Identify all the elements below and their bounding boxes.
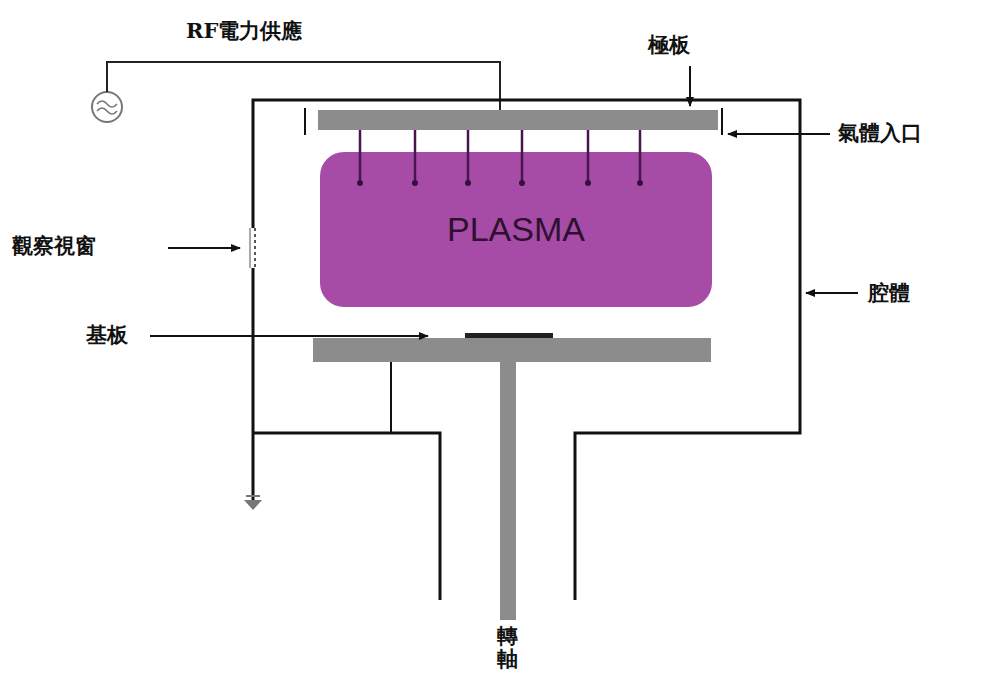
- part-label: 腔體: [868, 280, 910, 305]
- part-label: 極板: [648, 32, 690, 57]
- part-label: 觀察視窗: [12, 233, 96, 258]
- plasma-region: PLASMA: [320, 152, 712, 307]
- part-label: RF電力供應: [186, 18, 302, 43]
- part-label: 氣體入口: [838, 120, 922, 145]
- plasma-label: PLASMA: [447, 210, 585, 249]
- part-label: 基板: [86, 322, 128, 347]
- part-label: 轉軸: [497, 624, 518, 670]
